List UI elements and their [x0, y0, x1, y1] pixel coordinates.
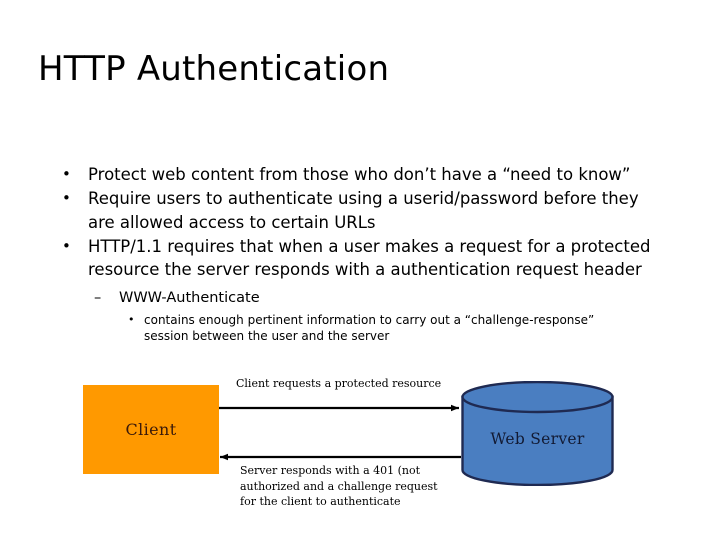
bullet-text: HTTP/1.1 requires that when a user makes… — [88, 236, 651, 280]
bullet-text: Require users to authenticate using a us… — [88, 189, 639, 232]
web-server-node-label: Web Server — [490, 429, 585, 448]
dash-marker: – — [94, 289, 102, 306]
sub-sub-bullet-item-1: • contains enough pertinent information … — [56, 312, 666, 344]
sub-bullet-text: WWW-Authenticate — [119, 289, 260, 306]
bullet-item-1: • Protect web content from those who don… — [56, 163, 666, 187]
bullet-item-3: • HTTP/1.1 requires that when a user mak… — [56, 235, 666, 282]
web-server-cylinder-icon — [461, 381, 614, 486]
bullet-marker: • — [62, 236, 71, 255]
page-title: HTTP Authentication — [38, 49, 390, 89]
bullet-text: Protect web content from those who don’t… — [88, 165, 631, 184]
response-caption-line-3: for the client to authenticate — [240, 495, 401, 508]
bullet-item-2: • Require users to authenticate using a … — [56, 187, 666, 234]
response-caption-line-1: Server responds with a 401 (not — [240, 464, 421, 477]
client-node: Client — [83, 385, 219, 474]
bullet-marker: • — [128, 312, 135, 326]
bullet-marker: • — [62, 165, 71, 183]
response-caption: Server responds with a 401 (not authoriz… — [240, 463, 450, 510]
response-caption-line-2: authorized and a challenge request — [240, 479, 438, 493]
bullet-list: • Protect web content from those who don… — [56, 163, 666, 344]
bullet-marker: • — [62, 189, 71, 207]
sub-sub-bullet-line-2: session between the user and the server — [144, 328, 390, 343]
sub-bullet-item-1: – WWW-Authenticate — [56, 288, 666, 309]
request-caption: Client requests a protected resource — [236, 377, 442, 390]
sub-sub-bullet-line-1: contains enough pertinent information to… — [144, 312, 595, 327]
client-node-label: Client — [125, 420, 177, 439]
